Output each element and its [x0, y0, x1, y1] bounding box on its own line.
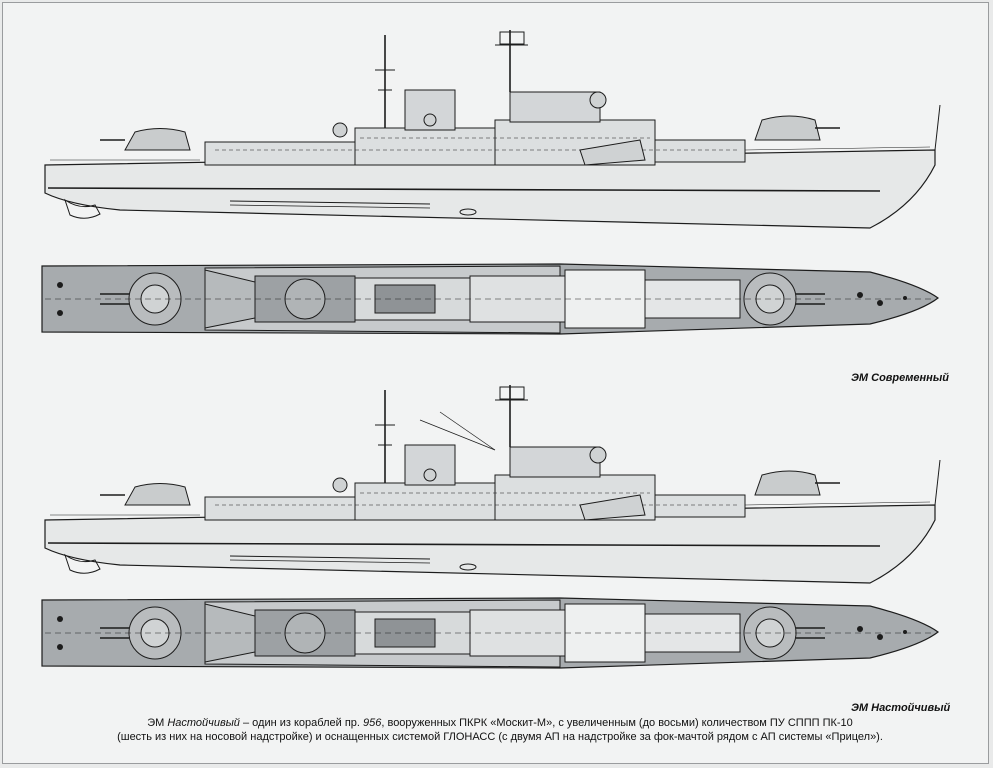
- ship2-label: ЭМ Настойчивый: [851, 702, 951, 714]
- ship1-profile-view: [44, 29, 941, 229]
- caption-line-1: ЭМ Настойчивый – один из кораблей пр. 95…: [60, 716, 940, 730]
- ship1-label: ЭМ Современный: [851, 372, 949, 384]
- ship1-plan-view: [41, 263, 939, 335]
- caption-ship-name: Настойчивый: [167, 717, 240, 729]
- figure-caption: ЭМ Настойчивый – один из кораблей пр. 95…: [60, 716, 940, 744]
- ship2-plan-view: [41, 597, 939, 669]
- caption-prefix: ЭМ: [147, 717, 168, 729]
- caption-part-2: , вооруженных ПКРК «Москит-М», с увеличе…: [381, 717, 853, 729]
- ship2-profile-view: [44, 384, 941, 584]
- caption-project: 956: [363, 717, 382, 729]
- caption-part-1: – один из кораблей пр.: [239, 717, 363, 729]
- caption-line-2: (шесть из них на носовой надстройке) и о…: [117, 731, 883, 743]
